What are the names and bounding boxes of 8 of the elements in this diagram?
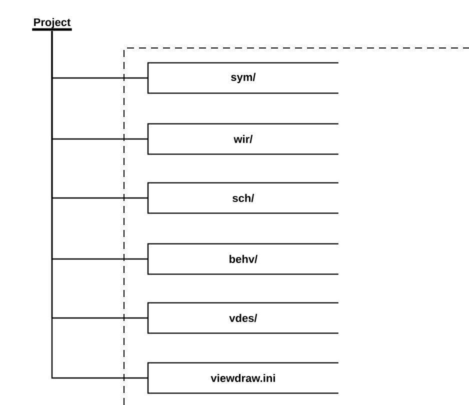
folder-box: viewdraw.ini: [147, 362, 338, 394]
folder-box: sch/: [147, 182, 338, 214]
folder-box: vdes/: [147, 302, 338, 334]
folder-box: wir/: [147, 123, 338, 155]
connector-line: [51, 30, 148, 379]
folder-box: sym/: [147, 62, 338, 94]
folder-label: Project: [32, 18, 72, 31]
folder-box: behv/: [147, 243, 338, 275]
